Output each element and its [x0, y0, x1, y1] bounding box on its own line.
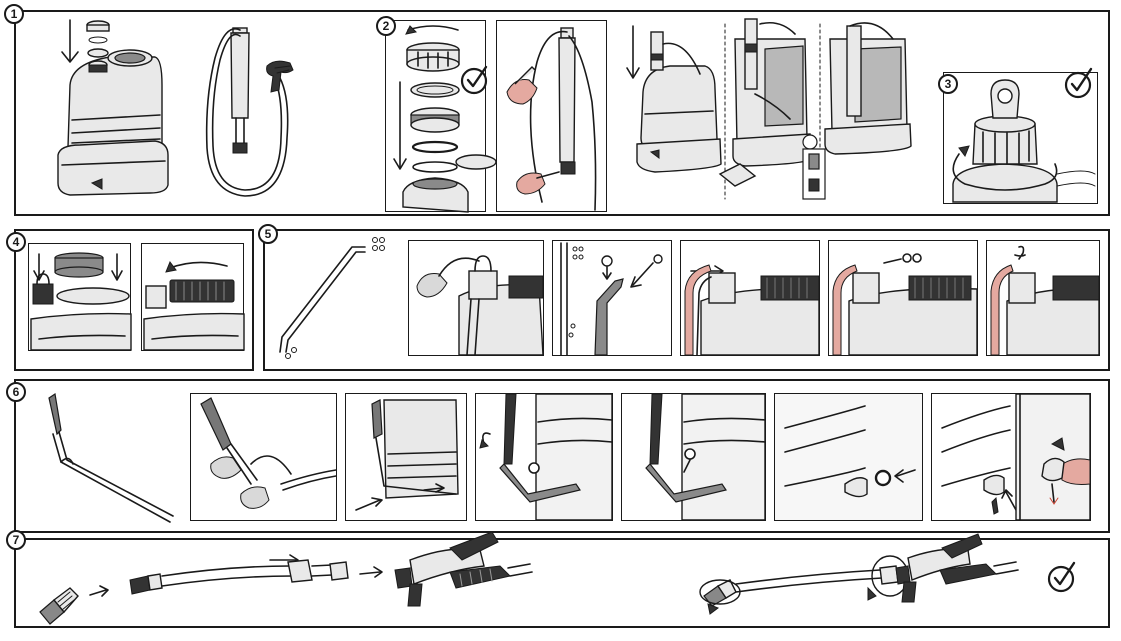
check-circle-icon [1047, 561, 1076, 593]
nozzle-fit-illustration [941, 393, 1091, 521]
step-number-badge: 4 [6, 232, 26, 252]
check-circle-icon [460, 65, 488, 95]
step-number-badge: 7 [6, 530, 26, 550]
lid-seal-parts-illustration [393, 25, 497, 213]
hose-clip-illustration [990, 245, 1100, 356]
hose-rod-parts-illustration [279, 237, 385, 359]
filter-insert-illustration [30, 252, 132, 351]
step-number-badge: 2 [376, 16, 396, 36]
lance-holder-illustration [355, 399, 459, 511]
attach-lance-illustration [200, 397, 337, 509]
step-7-section [14, 538, 1110, 628]
hose-connect-illustration [416, 255, 544, 356]
rod-o-ring-illustration [560, 242, 663, 356]
spray-lance-illustration [48, 392, 174, 523]
step-number-badge: 3 [938, 74, 958, 94]
hose-route-illustration [684, 264, 820, 356]
lubricate-pump-illustration [506, 27, 597, 211]
step-number-badge: 5 [258, 224, 278, 244]
pump-installation-sequence-illustration [626, 18, 912, 200]
pump-cap-closeup-illustration [952, 79, 1096, 203]
check-circle-icon [1064, 67, 1093, 99]
nozzle-tighten-illustration [699, 533, 1019, 615]
nozzle-assembly-sequence-illustration [39, 531, 533, 625]
lid-close-illustration [143, 260, 245, 351]
clip-secure-illustration [645, 393, 766, 521]
nozzle-seal-illustration [775, 394, 922, 520]
step-number-badge: 1 [4, 4, 24, 24]
o-ring-insert-illustration [832, 253, 978, 356]
pump-and-hose-illustration [205, 27, 294, 197]
step-number-badge: 6 [6, 382, 26, 402]
sprayer-tank-illustration [57, 19, 169, 196]
clip-attach-illustration [479, 393, 613, 521]
step-2-panel-lubricate [496, 20, 607, 212]
